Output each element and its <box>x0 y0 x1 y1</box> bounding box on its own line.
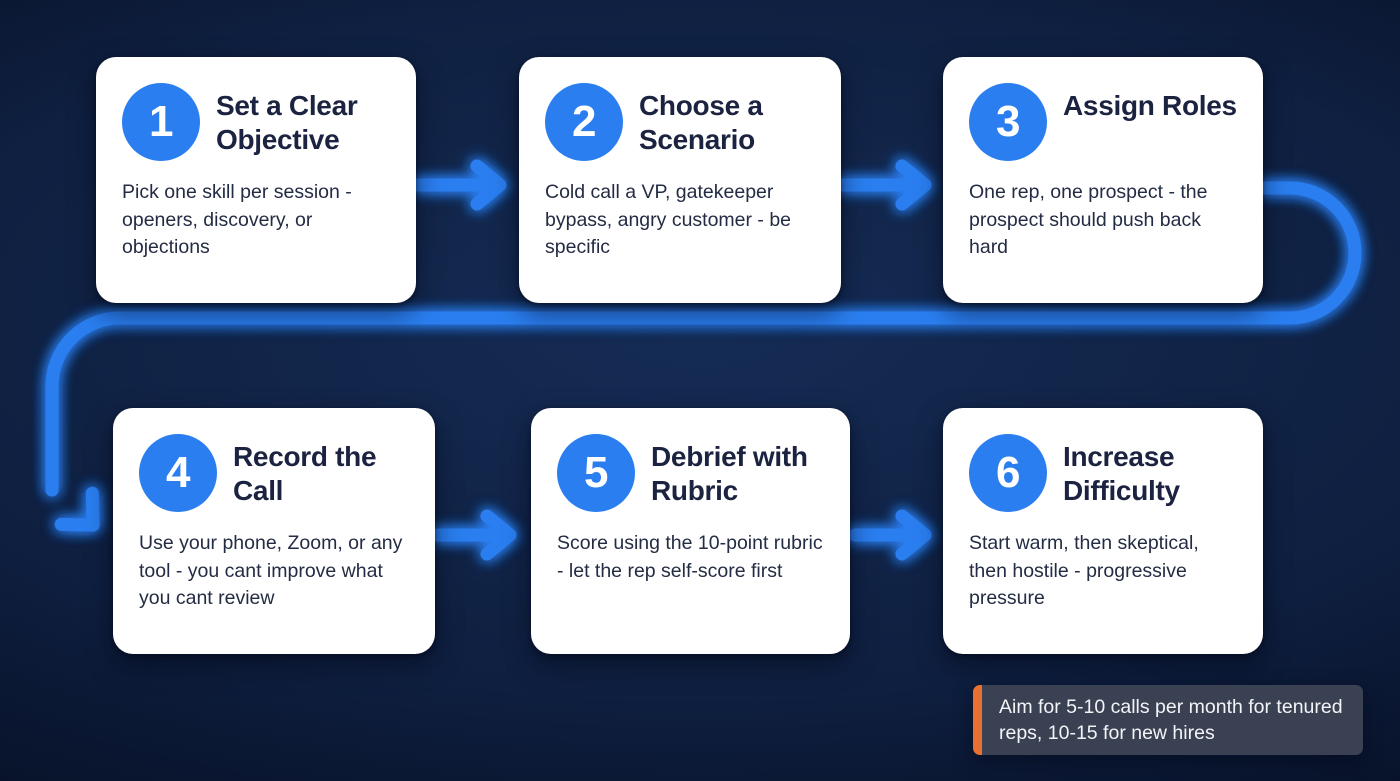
step-title-3: Assign Roles <box>1063 90 1237 121</box>
step-body-2: Cold call a VP, gatekeeper bypass, angry… <box>545 181 792 259</box>
step-body-6: Start warm, then skeptical, then hostile… <box>969 532 1199 610</box>
step-body-5: Score using the 10-point rubric - let th… <box>557 532 823 582</box>
step-number-badge-6: 6 <box>969 434 1047 512</box>
step-number-badge-2: 2 <box>545 83 623 161</box>
callout-note: Aim for 5-10 calls per month for tenured… <box>973 685 1363 755</box>
arrow-step2-to-step3-icon <box>836 159 932 211</box>
step-card-2-head: 2 Choose a Scenario <box>545 83 815 161</box>
step-card-1[interactable]: 1 Set a Clear Objective Pick one skill p… <box>96 57 416 303</box>
callout-note-text: Aim for 5-10 calls per month for tenured… <box>999 695 1343 744</box>
step-card-5-head: 5 Debrief with Rubric <box>557 434 824 512</box>
step-title-4: Record the Call <box>233 441 377 506</box>
step-body-1: Pick one skill per session - openers, di… <box>122 181 352 259</box>
arrow-step5-to-step6-icon <box>848 509 932 561</box>
step-body-3: One rep, one prospect - the prospect sho… <box>969 181 1208 259</box>
arrow-step4-to-step5-icon <box>431 509 517 561</box>
step-number-badge-4: 4 <box>139 434 217 512</box>
arrow-step3-to-step4-icon <box>45 181 1362 532</box>
step-body-4: Use your phone, Zoom, or any tool - you … <box>139 532 403 610</box>
step-card-1-head: 1 Set a Clear Objective <box>122 83 390 161</box>
step-card-4[interactable]: 4 Record the Call Use your phone, Zoom, … <box>113 408 435 654</box>
step-title-1: Set a Clear Objective <box>216 90 358 155</box>
step-card-2[interactable]: 2 Choose a Scenario Cold call a VP, gate… <box>519 57 841 303</box>
step-title-2: Choose a Scenario <box>639 90 763 155</box>
step-number-badge-5: 5 <box>557 434 635 512</box>
step-title-6: Increase Difficulty <box>1063 441 1180 506</box>
arrow-step1-to-step2-icon <box>411 159 507 211</box>
step-title-5: Debrief with Rubric <box>651 441 808 506</box>
step-number-badge-1: 1 <box>122 83 200 161</box>
step-card-3[interactable]: 3 Assign Roles One rep, one prospect - t… <box>943 57 1263 303</box>
step-card-6-head: 6 Increase Difficulty <box>969 434 1237 512</box>
step-card-3-head: 3 Assign Roles <box>969 83 1237 161</box>
step-card-5[interactable]: 5 Debrief with Rubric Score using the 10… <box>531 408 850 654</box>
step-number-badge-3: 3 <box>969 83 1047 161</box>
step-card-6[interactable]: 6 Increase Difficulty Start warm, then s… <box>943 408 1263 654</box>
step-card-4-head: 4 Record the Call <box>139 434 409 512</box>
